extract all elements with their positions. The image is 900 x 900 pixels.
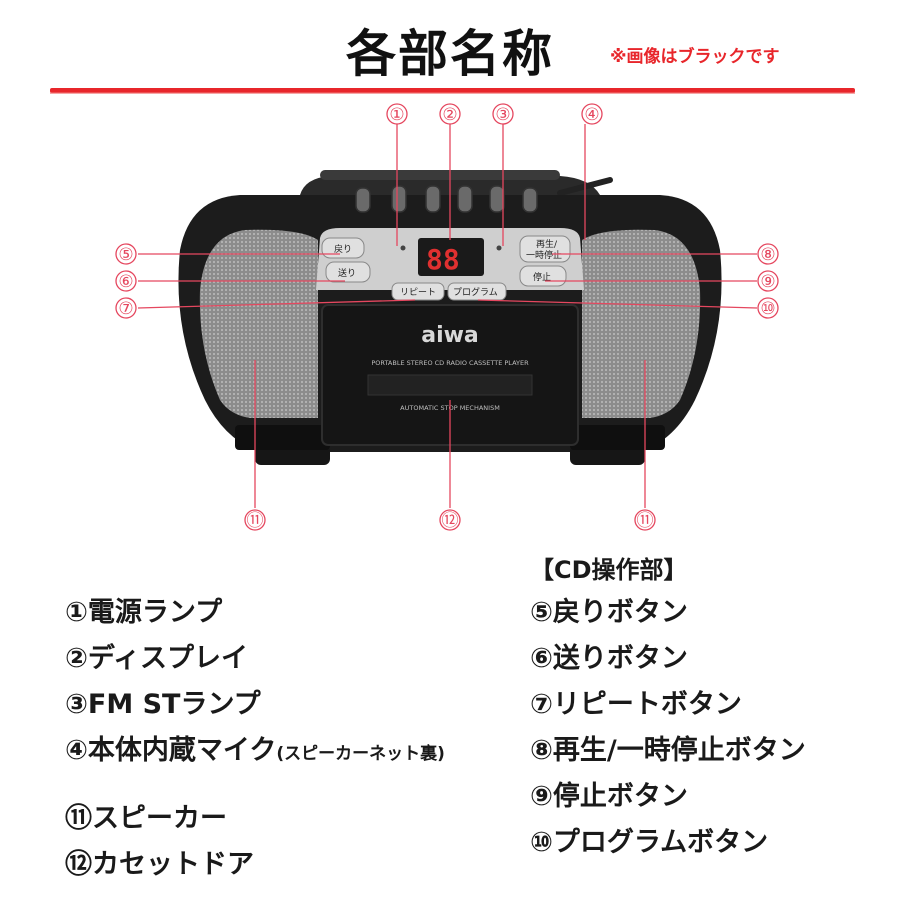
cd-section-heading: 【CD操作部】 xyxy=(530,556,688,584)
callout-10: ⑩ xyxy=(760,299,775,319)
repeat-button-label: リピート xyxy=(400,287,436,298)
back-button-label: 戻り xyxy=(334,243,352,255)
callout-lines xyxy=(137,124,758,508)
callout-8: ⑧ xyxy=(760,245,775,265)
cd-parts-list: ⑤戻りボタン ⑥送りボタン ⑦リピートボタン ⑧再生/一時停止ボタン ⑨停止ボタ… xyxy=(530,590,806,866)
callout-9: ⑨ xyxy=(760,272,775,292)
title-underline xyxy=(50,88,855,93)
list-item: ⑫カセットドア xyxy=(65,849,254,880)
display-window xyxy=(418,238,484,276)
program-button-label: プログラム xyxy=(453,286,498,298)
list-item: ④本体内蔵マイク(スピーカーネット裏) xyxy=(65,735,445,766)
callout-11-right: ⑪ xyxy=(637,511,654,531)
list-item: ⑪スピーカー xyxy=(65,803,227,834)
model-text: PORTABLE STEREO CD RADIO CASSETTE PLAYER xyxy=(371,359,529,367)
list-item-note: (スピーカーネット裏) xyxy=(276,744,445,764)
power-lamp xyxy=(400,245,406,251)
speaker-grille-right xyxy=(582,229,701,418)
callout-5: ⑤ xyxy=(118,245,133,265)
callout-12: ⑫ xyxy=(442,511,459,531)
callout-7: ⑦ xyxy=(118,299,133,319)
display-digits: 88 xyxy=(426,243,460,276)
callout-6: ⑥ xyxy=(118,272,133,292)
parts-list-secondary: ⑪スピーカー ⑫カセットドア xyxy=(65,796,254,888)
list-item: ①電源ランプ xyxy=(65,597,223,628)
list-item: ⑤戻りボタン xyxy=(530,597,688,628)
callout-3: ③ xyxy=(495,105,510,125)
list-item: ⑩プログラムボタン xyxy=(530,827,769,858)
page-title: 各部名称 xyxy=(346,25,554,83)
list-item: ③FM STランプ xyxy=(65,689,261,720)
callout-11-left: ⑪ xyxy=(247,511,264,531)
list-item: ②ディスプレイ xyxy=(65,643,248,674)
callout-1: ① xyxy=(389,105,404,125)
color-note: ※画像はブラックです xyxy=(610,47,780,67)
fm-st-lamp xyxy=(496,245,502,251)
control-knobs xyxy=(355,185,538,213)
play-pause-button-label-2: 一時停止 xyxy=(526,249,562,261)
brand-logo: aiwa xyxy=(421,323,479,348)
title-underline-shade xyxy=(50,92,855,94)
speaker-grille-left xyxy=(199,229,318,418)
callout-4: ④ xyxy=(584,105,599,125)
forward-button-label: 送り xyxy=(338,267,356,279)
list-item: ⑥送りボタン xyxy=(530,643,688,674)
stop-button-label: 停止 xyxy=(533,271,551,283)
list-item: ⑨停止ボタン xyxy=(530,781,688,812)
parts-list-main: ①電源ランプ ②ディスプレイ ③FM STランプ ④本体内蔵マイク(スピーカーネ… xyxy=(65,590,445,774)
play-pause-button-label-1: 再生/ xyxy=(536,238,558,250)
callout-2: ② xyxy=(442,105,457,125)
list-item: ⑧再生/一時停止ボタン xyxy=(530,735,806,766)
list-item: ⑦リピートボタン xyxy=(530,689,742,720)
radio-cassette-illustration: 88 戻り 送り リピート プログラム 再生/ 一時停止 停止 aiwa POR… xyxy=(115,103,779,531)
